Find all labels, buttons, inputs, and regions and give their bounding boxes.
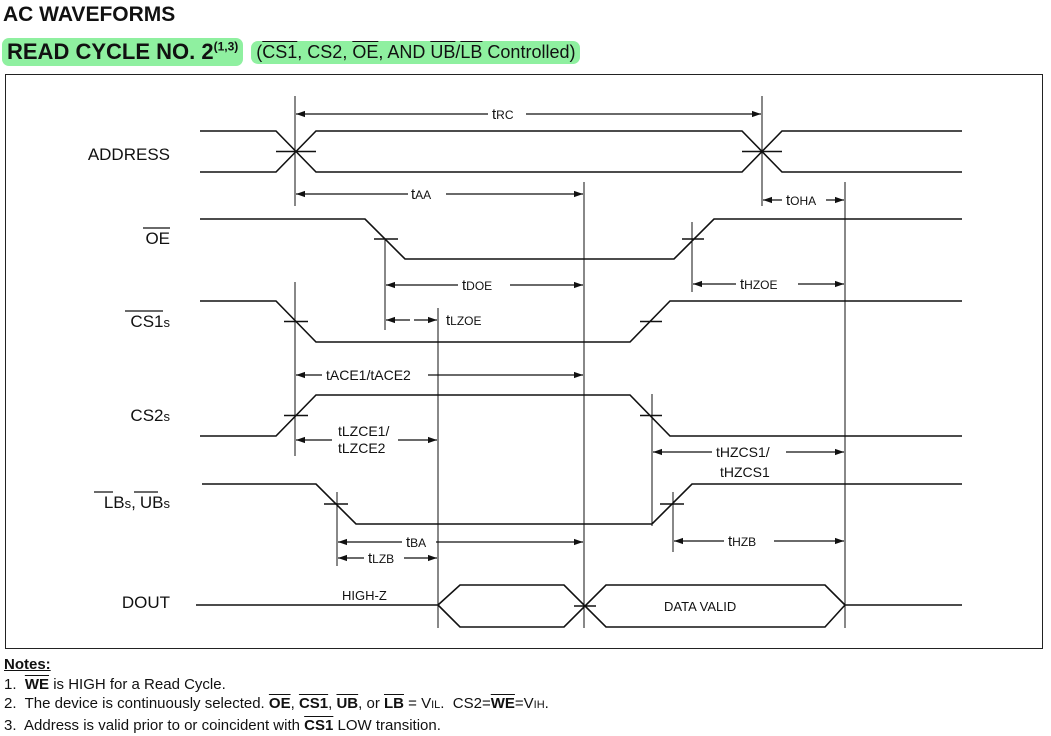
- lbub-waveform: [202, 483, 962, 525]
- address-low-line: [200, 130, 962, 173]
- sn-sep1: , CS2,: [297, 41, 353, 62]
- address-high-line: [200, 130, 962, 173]
- note-2-cs1: CS1: [298, 695, 329, 712]
- label-tlzce-1: tLZCE1/: [338, 423, 389, 439]
- note-2-ih: IH: [533, 699, 545, 711]
- dout-bus-bottom: [437, 584, 846, 628]
- label-cs2: CS2s: [130, 406, 170, 425]
- note-2-c1: ,: [290, 695, 299, 712]
- label-cs2-main: CS2: [130, 406, 163, 425]
- note-2-il: IL: [431, 699, 441, 711]
- note-2-mid: . CS2=: [440, 695, 491, 712]
- cs1-waveform: [200, 300, 962, 343]
- label-tlzoe: tLZOE: [446, 312, 482, 329]
- label-tace: tACE1/tACE2: [326, 367, 411, 383]
- sn-ub: UB: [430, 41, 456, 62]
- note-1: 1. WE is HIGH for a Read Cycle.: [4, 675, 549, 695]
- note-2-num: 2.: [4, 695, 17, 712]
- label-lb: LB: [104, 493, 125, 512]
- note-2-oe: OE: [268, 695, 291, 712]
- subtitle-row: READ CYCLE NO. 2(1,3) (CS1, CS2, OE, AND…: [2, 38, 581, 66]
- label-tlzb: tLZB: [368, 550, 394, 567]
- note-2-lb: LB: [383, 695, 404, 712]
- label-high-z: HIGH-Z: [342, 588, 387, 603]
- label-trc: tRC: [492, 106, 514, 123]
- label-thzcs-1: tHZCS1/: [716, 444, 770, 460]
- label-cs1-main: CS1: [130, 312, 163, 331]
- oe-waveform: [200, 218, 962, 260]
- sn-cs1: CS1: [262, 41, 298, 62]
- note-1-text: is HIGH for a Read Cycle.: [49, 675, 226, 693]
- reference-lines: [294, 96, 846, 628]
- notes-section: Notes: 1. WE is HIGH for a Read Cycle. 2…: [4, 655, 549, 735]
- label-thzoe: tHZOE: [740, 276, 778, 293]
- dout-bus-top: [437, 584, 846, 628]
- cs2-waveform: [200, 394, 962, 437]
- label-ub: UB: [140, 493, 164, 512]
- label-tlzce-2: tLZCE2: [338, 440, 386, 456]
- label-thzb: tHZB: [728, 533, 756, 550]
- label-cs1-sub: s: [164, 315, 171, 330]
- label-thzcs-2: tHZCS1: [720, 464, 770, 480]
- label-tba: tBA: [406, 534, 426, 551]
- page-title: AC WAVEFORMS: [3, 3, 176, 26]
- label-lbub: LBs,UBs: [104, 493, 171, 512]
- note-2-ub: UB: [336, 695, 359, 712]
- subtitle-note: (CS1, CS2, OE, AND UB/LB Controlled): [251, 40, 581, 64]
- note-2-c2: ,: [328, 695, 337, 712]
- timing-arrows: [296, 110, 844, 562]
- note-2-c3: , or: [358, 695, 384, 712]
- note-2: 2. The device is continuously selected. …: [4, 694, 549, 716]
- label-dout: DOUT: [122, 593, 170, 612]
- sn-lb: LB: [460, 41, 483, 62]
- label-comma: ,: [131, 493, 136, 512]
- notes-heading: Notes:: [4, 656, 51, 673]
- sn-tail: Controlled): [482, 41, 576, 62]
- label-toha: tOHA: [786, 192, 816, 209]
- label-cs2-sub: s: [164, 409, 171, 424]
- waveform-frame: [5, 74, 1043, 649]
- label-lb-sub: s: [125, 496, 132, 511]
- note-3-cs1: CS1: [304, 716, 334, 734]
- subtitle-sup: (1,3): [213, 39, 239, 54]
- label-oe: OE: [145, 229, 170, 248]
- sn-sep2: , AND: [378, 41, 431, 62]
- label-cs1: CS1s: [130, 312, 170, 331]
- label-taa: tAA: [411, 186, 431, 203]
- note-3-text-b: LOW transition.: [333, 716, 441, 734]
- note-3-num: 3.: [4, 716, 17, 734]
- sn-slash: /: [455, 41, 461, 62]
- note-2-end: .: [544, 695, 549, 712]
- subtitle-main: READ CYCLE NO. 2(1,3): [2, 38, 244, 66]
- subtitle-main-text: READ CYCLE NO. 2: [7, 39, 214, 64]
- label-ub-sub: s: [164, 496, 171, 511]
- oe-line: [200, 218, 962, 260]
- note-2-eq2: =V: [514, 695, 534, 712]
- cs1-line: [200, 300, 962, 343]
- signal-labels: ADDRESS OE CS1s CS2s LBs,UBs DOUT: [88, 145, 171, 612]
- note-1-num: 1.: [4, 675, 17, 693]
- sn-oe: OE: [352, 41, 379, 62]
- label-tdoe: tDOE: [462, 277, 492, 294]
- address-waveform: [200, 130, 962, 173]
- sn-paren: (: [256, 41, 263, 62]
- dout-waveform: [196, 584, 962, 628]
- note-2-eq: = V: [403, 695, 432, 712]
- label-address: ADDRESS: [88, 145, 170, 164]
- label-data-valid: DATA VALID: [664, 599, 736, 614]
- timing-text: tRC tAA tOHA tDOE tHZOE tLZOE tACE1/tACE…: [326, 106, 816, 614]
- note-3: 3. Address is valid prior to or coincide…: [4, 716, 549, 736]
- note-1-we: WE: [24, 675, 50, 693]
- note-2-text-a: The device is continuously selected.: [24, 695, 269, 712]
- cs2-line: [200, 394, 962, 437]
- note-3-text-a: Address is valid prior to or coincident …: [24, 716, 305, 734]
- note-2-we: WE: [490, 695, 515, 712]
- lbub-line: [202, 483, 962, 525]
